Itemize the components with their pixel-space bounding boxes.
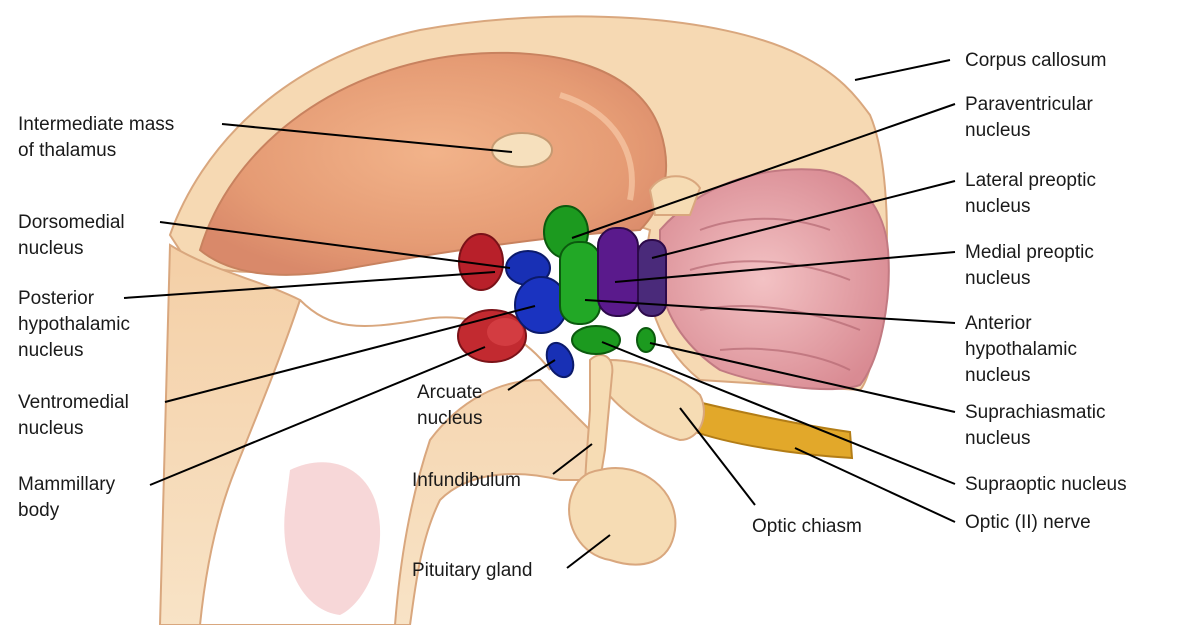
- mammillary-highlight: [487, 318, 523, 346]
- label-line: Arcuate: [417, 380, 483, 406]
- label-line: Medial preoptic: [965, 240, 1094, 266]
- label-line: Mammillary: [18, 472, 115, 498]
- label-line: nucleus: [18, 236, 125, 262]
- anterior-hypothalamic-shape: [560, 242, 600, 324]
- label-mammillary: Mammillary body: [18, 472, 115, 524]
- label-pituitary: Pituitary gland: [412, 558, 532, 584]
- label-optic-chiasm: Optic chiasm: [752, 514, 862, 540]
- label-line: nucleus: [965, 426, 1105, 452]
- label-suprachiasmatic: Suprachiasmatic nucleus: [965, 400, 1105, 452]
- label-infundibulum: Infundibulum: [412, 468, 521, 494]
- label-posterior-hypothalamic: Posterior hypothalamic nucleus: [18, 286, 130, 364]
- suprachiasmatic-nucleus-shape: [637, 328, 655, 352]
- label-line: nucleus: [18, 338, 130, 364]
- label-line: Infundibulum: [412, 468, 521, 494]
- label-line: Corpus callosum: [965, 48, 1107, 74]
- label-line: Ventromedial: [18, 390, 129, 416]
- label-line: Optic (II) nerve: [965, 510, 1091, 536]
- label-line: nucleus: [965, 118, 1093, 144]
- label-optic-nerve: Optic (II) nerve: [965, 510, 1091, 536]
- label-line: nucleus: [965, 266, 1094, 292]
- label-line: Paraventricular: [965, 92, 1093, 118]
- label-line: Anterior: [965, 311, 1077, 337]
- label-line: hypothalamic: [965, 337, 1077, 363]
- label-line: nucleus: [417, 406, 483, 432]
- label-line: of thalamus: [18, 138, 174, 164]
- label-line: Dorsomedial: [18, 210, 125, 236]
- label-intermediate-mass: Intermediate mass of thalamus: [18, 112, 174, 164]
- label-anterior-hypothalamic: Anterior hypothalamic nucleus: [965, 311, 1077, 389]
- optic-chiasm-shape: [605, 360, 704, 440]
- label-line: Pituitary gland: [412, 558, 532, 584]
- label-line: Optic chiasm: [752, 514, 862, 540]
- label-line: Suprachiasmatic: [965, 400, 1105, 426]
- label-line: nucleus: [965, 194, 1096, 220]
- label-line: nucleus: [18, 416, 129, 442]
- label-dorsomedial: Dorsomedial nucleus: [18, 210, 125, 262]
- optic-nerve-shape: [690, 400, 852, 458]
- label-line: Lateral preoptic: [965, 168, 1096, 194]
- label-ventromedial: Ventromedial nucleus: [18, 390, 129, 442]
- label-line: nucleus: [965, 363, 1077, 389]
- pons-texture: [284, 462, 380, 615]
- label-line: Intermediate mass: [18, 112, 174, 138]
- label-line: hypothalamic: [18, 312, 130, 338]
- label-line: Supraoptic nucleus: [965, 472, 1127, 498]
- label-supraoptic: Supraoptic nucleus: [965, 472, 1127, 498]
- label-medial-preoptic: Medial preoptic nucleus: [965, 240, 1094, 292]
- label-line: body: [18, 498, 115, 524]
- pituitary-gland-shape: [569, 468, 675, 564]
- supraoptic-nucleus-shape: [572, 326, 620, 354]
- label-corpus-callosum: Corpus callosum: [965, 48, 1107, 74]
- label-paraventricular: Paraventricular nucleus: [965, 92, 1093, 144]
- label-lateral-preoptic: Lateral preoptic nucleus: [965, 168, 1096, 220]
- label-line: Posterior: [18, 286, 130, 312]
- label-arcuate: Arcuate nucleus: [417, 380, 483, 432]
- thalamus-shape: [200, 53, 666, 275]
